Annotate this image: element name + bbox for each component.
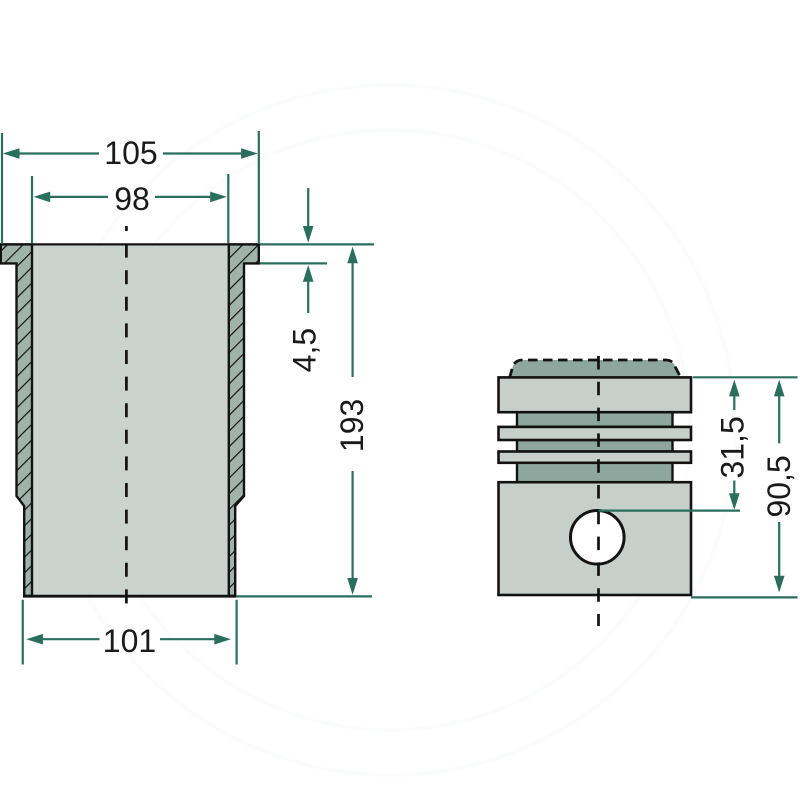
- svg-text:4,5: 4,5: [287, 328, 323, 372]
- svg-text:90,5: 90,5: [761, 455, 797, 517]
- svg-text:193: 193: [334, 399, 370, 452]
- svg-text:101: 101: [103, 623, 156, 659]
- svg-text:98: 98: [114, 181, 150, 217]
- svg-text:105: 105: [104, 135, 157, 171]
- svg-text:31,5: 31,5: [714, 416, 750, 478]
